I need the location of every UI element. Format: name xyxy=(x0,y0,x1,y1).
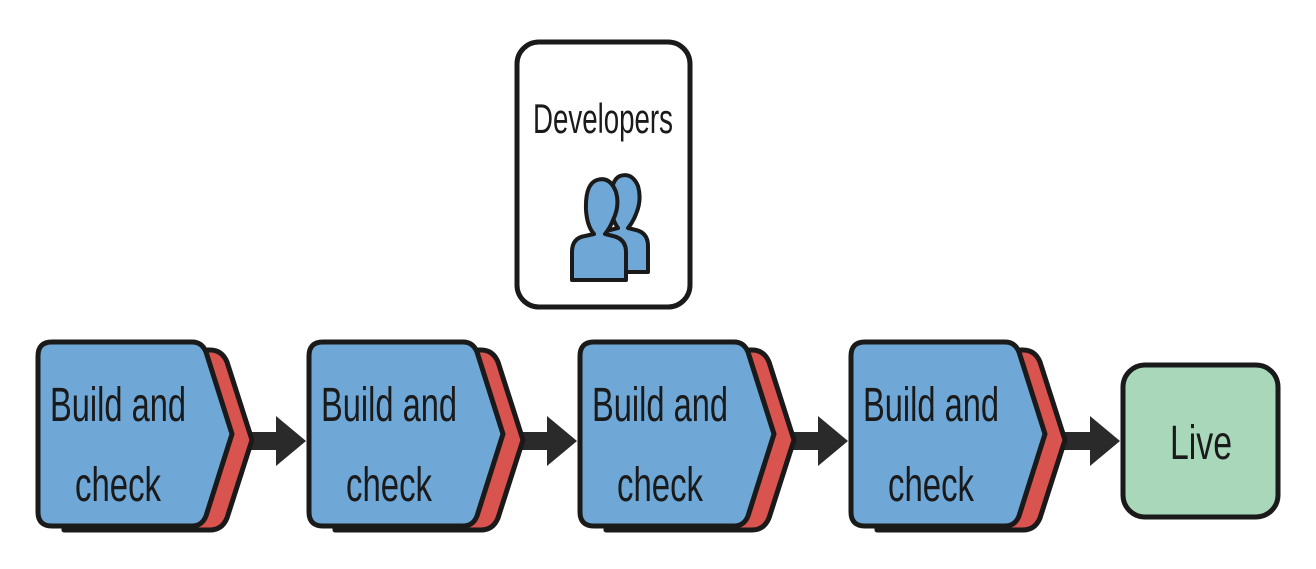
stage-label-line1: Build and xyxy=(321,379,457,432)
stage-chevron xyxy=(848,339,1048,529)
arrow-4 xyxy=(1063,416,1120,466)
stage-label-line1: Build and xyxy=(50,379,186,432)
arrows xyxy=(250,416,1120,466)
stage-label-line1: Build and xyxy=(863,379,999,432)
stage-chevron xyxy=(577,339,777,529)
developers-box: Developers xyxy=(514,39,693,310)
stage-label-line2: check xyxy=(346,459,433,512)
arrow-2 xyxy=(521,416,577,466)
stage-2: Build and check xyxy=(306,339,526,533)
stage-label-line1: Build and xyxy=(592,379,728,432)
stage-1: Build and check xyxy=(35,339,255,533)
stage-chevron xyxy=(35,339,235,529)
arrow-1 xyxy=(250,416,306,466)
stage-3: Build and check xyxy=(577,339,797,533)
people-icon xyxy=(570,173,650,282)
stage-label-line2: check xyxy=(617,459,704,512)
stage-4: Build and check xyxy=(848,339,1068,533)
arrow-3 xyxy=(792,416,848,466)
stage-chevron xyxy=(306,339,506,529)
stage-label-line2: check xyxy=(75,459,162,512)
stage-label-line2: check xyxy=(888,459,975,512)
developers-label: Developers xyxy=(533,95,673,142)
live-box: Live xyxy=(1120,362,1281,520)
live-label: Live xyxy=(1170,417,1232,470)
